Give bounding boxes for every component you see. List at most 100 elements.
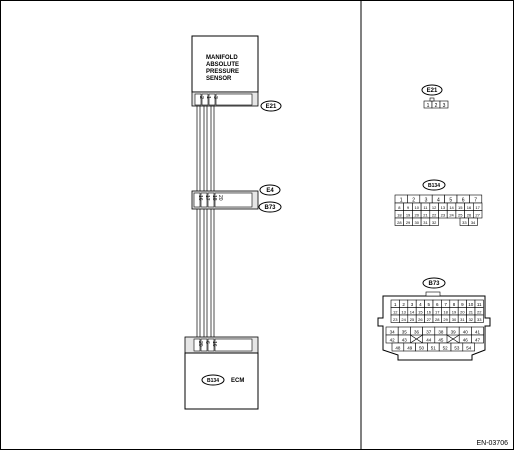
b73-pin-20: 20 [460, 309, 465, 314]
b73-pin-21: 21 [469, 309, 474, 314]
b73-pin-cell [474, 314, 484, 323]
b134-pin-cell [429, 217, 439, 226]
b73-pin-23: 23 [393, 317, 398, 322]
b73-pin-8: 8 [453, 302, 456, 307]
b73-pin-31: 31 [460, 317, 465, 322]
sensor-pin-3: 3 [212, 96, 218, 99]
b134-pin-16: 16 [467, 205, 472, 210]
b73-pin-47: 47 [475, 337, 481, 342]
b134-pin-26: 26 [467, 212, 472, 217]
e21-label-text: E21 [266, 104, 277, 110]
mid-pin-17: 17 [204, 195, 210, 201]
b73-pin-51: 51 [431, 345, 437, 350]
b73-pin-16: 16 [427, 309, 432, 314]
b73-pin-35: 35 [402, 329, 408, 334]
sensor-label-line2: ABSOLUTE [206, 62, 239, 68]
b73-pin-18: 18 [443, 309, 448, 314]
b73-pin-40: 40 [463, 329, 469, 334]
b134-pin-14: 14 [449, 205, 454, 210]
b134-pin-12: 12 [432, 205, 437, 210]
b134-face-title: B134 [428, 183, 440, 189]
sensor-pin-1: 2 [198, 96, 204, 99]
b134-pin-cell [468, 217, 478, 226]
b73-pin-38: 38 [438, 329, 444, 334]
figure-code: EN-03706 [476, 440, 508, 447]
b73-pin-30: 30 [452, 317, 457, 322]
b73-pin-12: 12 [393, 309, 398, 314]
e21-label: E21 [260, 100, 282, 112]
b134-pin-23: 23 [441, 212, 446, 217]
b73-label-text: B73 [264, 205, 276, 211]
ecm-pin-20: 20 [197, 341, 203, 347]
b134-pin-20: 20 [415, 212, 420, 217]
b134-pin-3: 3 [425, 197, 428, 203]
b73-pin-27: 27 [427, 317, 432, 322]
b134-pin-9: 9 [407, 205, 410, 210]
b73-pin-43: 43 [402, 337, 408, 342]
b73-pin-48: 48 [395, 345, 401, 350]
ecm-pin-6: 6 [204, 341, 210, 344]
b134-pin-31: 31 [423, 220, 428, 225]
b73-pin-10: 10 [468, 302, 474, 307]
b134-pin-32: 32 [432, 220, 437, 225]
b134-pin-2: 2 [412, 197, 415, 203]
b73-pin-7: 7 [444, 302, 447, 307]
b134-pin-33: 33 [462, 220, 467, 225]
b73-label: B73 [258, 201, 282, 213]
b73-pin-19: 19 [452, 309, 457, 314]
b134-pin-34: 34 [471, 220, 476, 225]
b134-pin-30: 30 [415, 220, 420, 225]
ecm-label: ECM [231, 378, 244, 384]
b73-pin-33: 33 [477, 317, 482, 322]
e21-face-view: E21 1 2 3 [421, 84, 449, 109]
b134-pin-28: 28 [397, 220, 402, 225]
b134-pin-6: 6 [462, 197, 465, 203]
sensor-label-line4: SENSOR [206, 76, 232, 82]
b134-pin-29: 29 [406, 220, 411, 225]
mid-pin-18: 18 [211, 195, 217, 201]
b134-pin-10: 10 [415, 205, 420, 210]
e21-face-pin-2: 2 [435, 103, 438, 109]
b73-pin-45: 45 [438, 337, 444, 342]
b73-pin-2: 2 [402, 302, 405, 307]
b73-cavity-blank [410, 334, 423, 344]
ecm-connector-label: B134 [207, 378, 219, 384]
mid-pin-20: 20 [217, 195, 223, 201]
b73-pin-11: 11 [477, 302, 482, 307]
b134-pin-4: 4 [437, 197, 440, 203]
b73-pin-22: 22 [477, 309, 482, 314]
b73-pin-50: 50 [419, 345, 425, 350]
b134-pin-11: 11 [423, 205, 428, 210]
b134-pin-21: 21 [423, 212, 428, 217]
b73-face-title: B73 [428, 281, 440, 287]
b73-pin-cell [471, 334, 484, 344]
b73-pin-44: 44 [426, 337, 432, 342]
b134-pin-17: 17 [475, 205, 480, 210]
b134-pin-24: 24 [449, 212, 454, 217]
ecm-box: B134 ECM [184, 352, 259, 410]
sensor-label-line3: PRESSURE [206, 69, 239, 75]
b73-pin-29: 29 [443, 317, 448, 322]
b134-pin-22: 22 [432, 212, 437, 217]
manifold-absolute-pressure-sensor: MANIFOLD ABSOLUTE PRESSURE SENSOR [191, 35, 259, 93]
b73-pin-6: 6 [436, 302, 439, 307]
b73-pin-13: 13 [401, 309, 406, 314]
e21-face-pin-1: 1 [427, 103, 430, 109]
b73-pin-41: 41 [475, 329, 481, 334]
b134-pin-7: 7 [474, 197, 477, 203]
b73-pin-15: 15 [418, 309, 423, 314]
b73-pin-53: 53 [454, 345, 460, 350]
b134-pin-8: 8 [398, 205, 401, 210]
b134-pin-13: 13 [441, 205, 446, 210]
b73-pin-52: 52 [443, 345, 449, 350]
b73-pin-3: 3 [411, 302, 414, 307]
b73-pin-14: 14 [410, 309, 415, 314]
sensor-label-line1: MANIFOLD [206, 55, 238, 61]
b73-pin-28: 28 [435, 317, 440, 322]
b73-pin-26: 26 [418, 317, 423, 322]
b134-pin-1: 1 [400, 197, 403, 203]
